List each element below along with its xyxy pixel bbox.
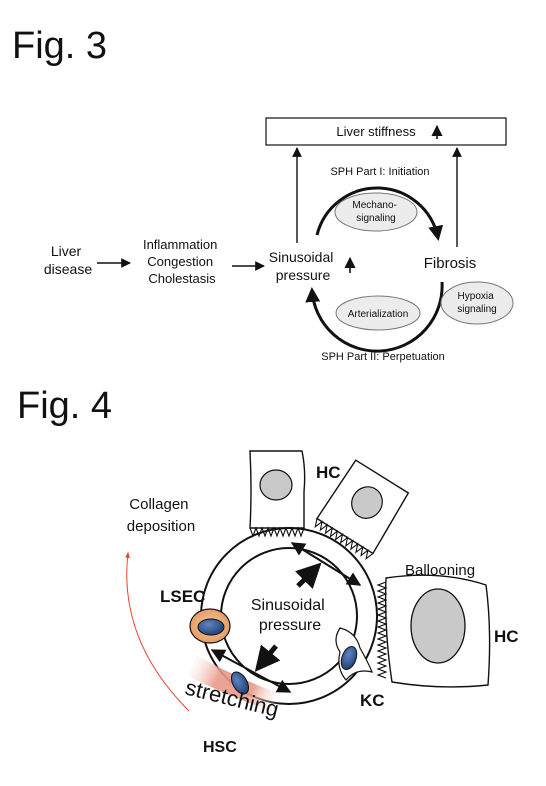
cycle-arc-mechano [315,186,444,241]
hepatocyte-ballooning-nucleus [410,588,466,664]
hsc-label: HSC [203,739,237,756]
ballooning-label: Ballooning [405,562,475,579]
pressure-arrow-lower [254,644,281,672]
hc-right-label: HC [494,627,519,646]
lsec-label: LSEC [160,587,205,606]
endothelial-double-arrow [210,649,292,693]
liver-stiffness-box [265,117,507,146]
hepatocyte-tilted [314,459,410,560]
hepatocyte-top [249,450,306,538]
fig3-panel: Fig. 3 Liver stiffness SPH Part I: Initi… [12,25,514,363]
disse-double-arrow [290,542,362,586]
hepatocyte-top-microvilli [249,526,305,538]
sph-part1-label: SPH Part I: Initiation [330,166,429,178]
pressure-arrow-upper [295,562,322,589]
fig3-sinusoidal-pressure-label: Sinusoidal pressure [269,249,338,283]
hepatocyte-tilted-nucleus [351,486,383,519]
lsec-nucleus [197,618,225,636]
hepatocyte-ballooning-microvilli [376,581,388,679]
sinusoid-inner-circle [220,547,358,685]
fig3-label: Fig. 3 [12,25,107,67]
hypoxia-signaling-node [440,281,514,325]
kc-label: KC [360,691,385,710]
causes-label: Inflammation Congestion Cholestasis [143,237,221,286]
sph-part2-label: SPH Part II: Perpetuation [321,351,445,363]
arterialization-node [335,295,421,331]
hepatocyte-ballooning [376,574,491,688]
mechano-signaling-node [334,192,418,232]
fig4-sinusoidal-pressure-label: Sinusoidal pressure [251,597,329,634]
collagen-red-arrow [125,551,190,712]
liver-disease-label: Liver disease [44,243,92,277]
fig4-label: Fig. 4 [17,385,112,427]
mechano-signaling-label: Mechano- signaling [352,200,399,224]
hsc-nucleus [230,671,250,695]
arterialization-label: Arterialization [348,309,409,320]
fig4-panel: Fig. 4 Collagen deposition HC Ballooning… [17,385,519,756]
fibrosis-label: Fibrosis [424,255,477,272]
hc-top-label: HC [316,463,341,482]
cycle-arc-arterialization [305,281,444,353]
liver-stiffness-label: Liver stiffness [336,124,416,139]
collagen-deposition-label: Collagen deposition [127,496,195,535]
hypoxia-signaling-label: Hypoxia signaling [457,291,496,315]
hepatocyte-top-nucleus [259,469,293,501]
kc-nucleus [340,645,358,671]
